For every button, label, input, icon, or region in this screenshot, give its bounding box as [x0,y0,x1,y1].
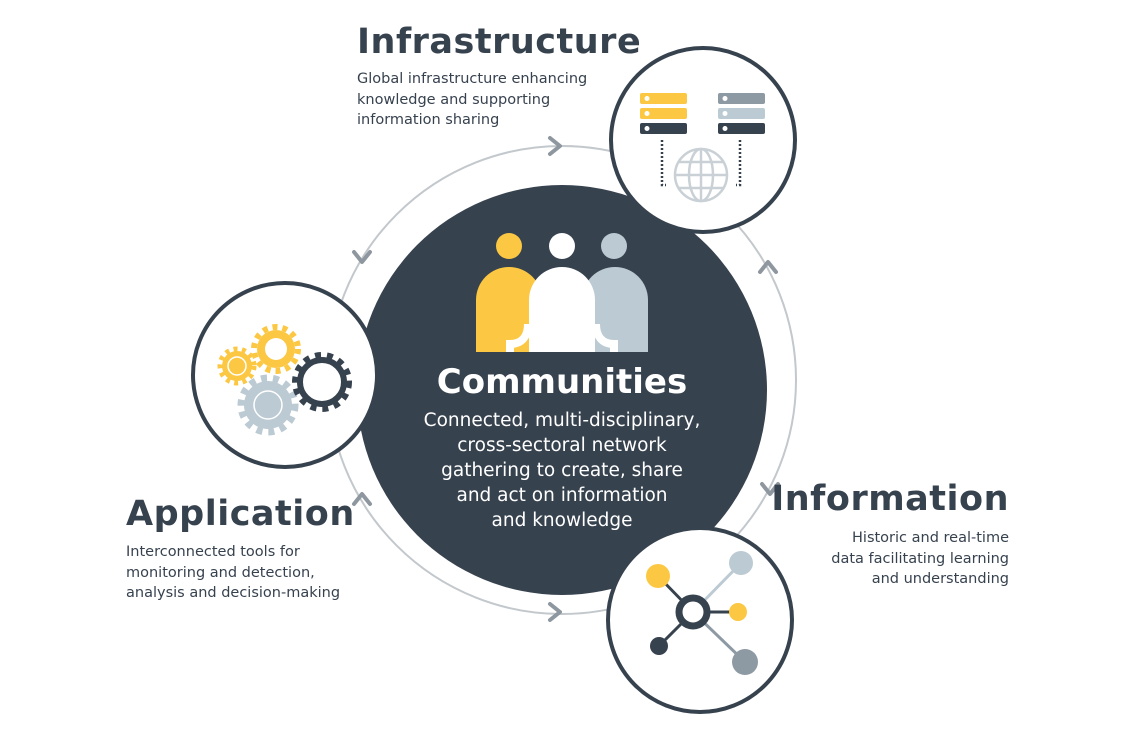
description-line: Interconnected tools for [126,544,300,560]
information-title: Information [771,479,1009,519]
description-line: knowledge and supporting [357,91,551,108]
arrow-right-icon [548,136,562,156]
description-line: information sharing [357,112,500,128]
gears-icon [217,324,352,436]
arrow-up-icon [758,260,778,274]
application-circle [191,281,379,469]
arrow-right-icon [548,602,562,622]
infrastructure-title: Infrastructure [357,22,642,62]
description-line: data facilitating learning [831,550,1009,567]
arrow-down-icon [760,482,780,496]
information-description: Historic and real-time data facilitating… [831,528,1009,590]
application-title: Application [126,494,355,534]
description-line: and knowledge [491,510,633,531]
infrastructure-circle [609,46,797,234]
description-line: and understanding [871,571,1009,587]
description-line: monitoring and detection, [126,564,315,581]
communities-title: Communities [436,362,688,402]
people-group-icon [476,233,648,352]
description-line: Connected, multi-disciplinary, [423,410,701,431]
description-line: cross-sectoral network [457,435,667,456]
communities-description: Connected, multi-disciplinary, cross-sec… [362,408,762,533]
description-line: gathering to create, share [441,460,683,481]
description-line: Global infrastructure enhancing [357,71,588,87]
communities-circle [357,185,767,595]
description-line: Historic and real-time [852,530,1009,546]
servers-globe-icon [640,93,765,203]
description-line: analysis and decision-making [126,585,341,601]
arrow-up-icon [352,492,372,506]
arrow-down-icon [352,250,372,264]
infrastructure-description: Global infrastructure enhancing knowledg… [357,69,587,131]
description-line: and act on information [456,485,668,506]
application-description: Interconnected tools for monitoring and … [126,542,340,604]
network-nodes-icon [646,551,758,675]
